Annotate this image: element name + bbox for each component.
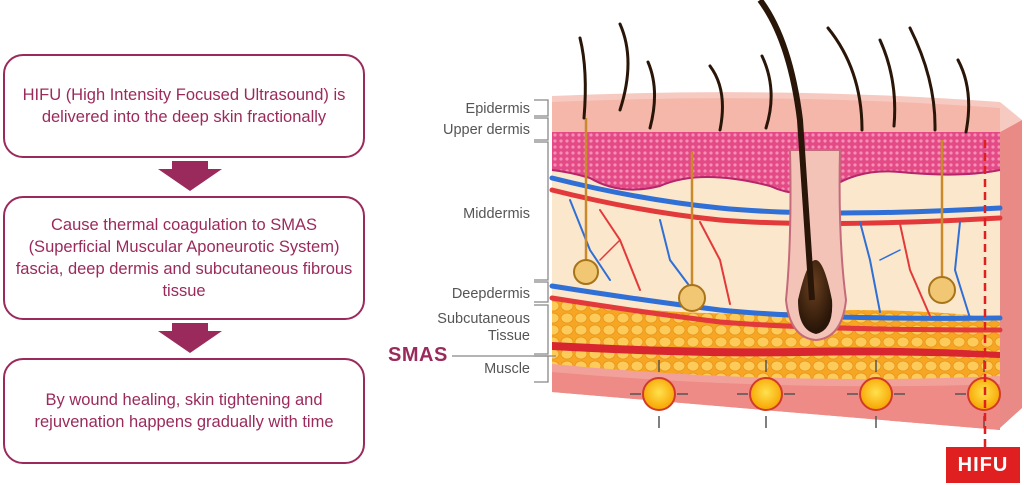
blood-vessels [549,175,1003,333]
smas-band [552,342,1000,358]
flow-step-3: By wound healing, skin tightening and re… [3,358,365,464]
label-muscle: Muscle [484,361,530,377]
flow-step-2-text: Cause thermal coagulation to SMAS (Super… [15,216,353,300]
middermis-layer [552,168,1000,318]
sweat-glands [573,118,956,312]
flow-step-1: HIFU (High Intensity Focused Ultrasound)… [3,54,365,158]
down-arrow-icon [158,323,222,353]
label-subcutaneous-tissue: Subcutaneous Tissue [437,311,530,344]
label-epidermis: Epidermis [465,101,530,117]
block-side-face [1000,120,1022,428]
hifu-focal-points [630,360,1001,428]
label-middermis: Middermis [463,206,530,222]
hifu-badge: HIFU [946,447,1020,483]
label-deepdermis: Deepdermis [451,286,530,302]
surface-hairs [578,22,971,134]
label-smas: SMAS [388,344,448,366]
upper-dermis-layer [552,132,1000,194]
flow-step-2: Cause thermal coagulation to SMAS (Super… [3,196,365,320]
hair-follicle [757,0,848,342]
flow-step-3-text: By wound healing, skin tightening and re… [34,391,334,431]
label-upper-dermis: Upper dermis [442,122,530,138]
down-arrow-icon [158,161,222,191]
layer-brackets [452,99,556,383]
flow-step-1-text: HIFU (High Intensity Focused Ultrasound)… [22,86,346,126]
